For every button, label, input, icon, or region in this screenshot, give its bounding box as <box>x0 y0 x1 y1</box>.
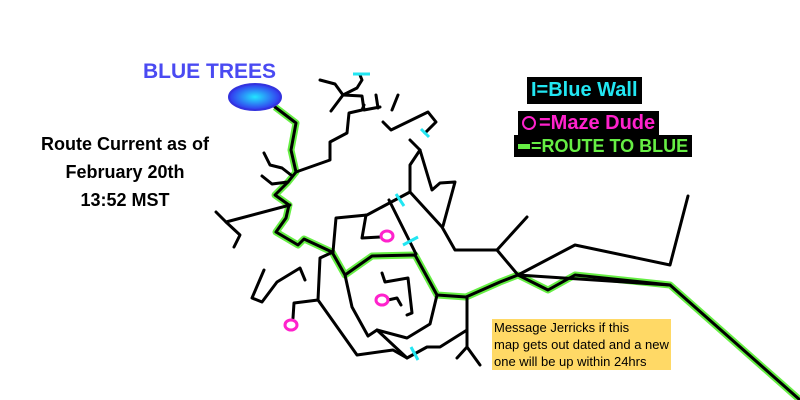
maze-dude-marker <box>283 318 299 332</box>
route-info-line: Route Current as of <box>40 134 209 154</box>
blue-trees-label: BLUE TREES <box>143 60 277 83</box>
note-line: map gets out dated and a new <box>494 337 669 352</box>
maze-paths <box>214 73 800 400</box>
legend-route: =ROUTE TO BLUE <box>514 135 693 157</box>
route-info: Route Current as of February 20th 13:52 … <box>10 130 240 214</box>
blue-trees-marker <box>228 83 282 111</box>
legend-maze-dude-label: =Maze Dude <box>539 112 656 134</box>
note-line: Message Jerricks if this <box>494 320 630 335</box>
route-line-icon <box>518 144 530 149</box>
note-line: one will be up within 24hrs <box>494 354 647 369</box>
route-info-line: February 20th <box>65 162 185 182</box>
legend-route-label: =ROUTE TO BLUE <box>531 136 689 156</box>
maze-dude-marker <box>374 293 390 307</box>
legend-maze-dude: =Maze Dude <box>518 111 660 135</box>
maze-dude-marker <box>379 229 395 243</box>
update-note: Message Jerricks if this map gets out da… <box>492 319 671 370</box>
maze-dudes <box>283 229 395 332</box>
route-info-line: 13:52 MST <box>80 190 170 210</box>
blue-walls <box>353 72 431 361</box>
legend-blue-wall: I=Blue Wall <box>527 77 642 104</box>
circle-icon <box>522 116 536 130</box>
